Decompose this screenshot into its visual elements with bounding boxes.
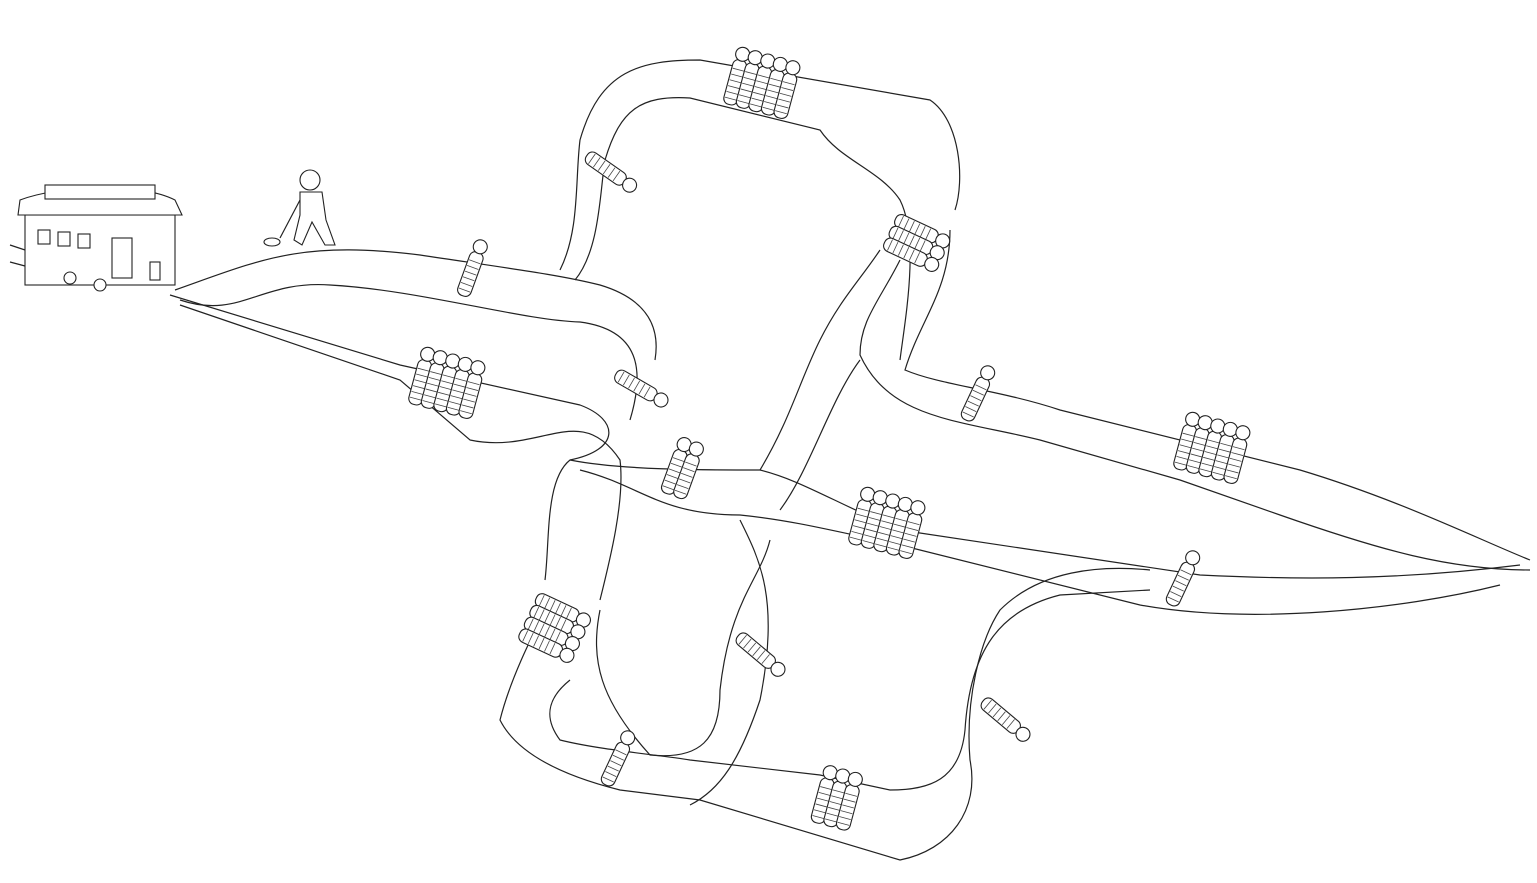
tied-person xyxy=(748,53,776,113)
victim-group-g6 xyxy=(614,369,669,408)
tied-person xyxy=(980,697,1031,742)
victim-group-g16 xyxy=(810,765,863,831)
tied-person xyxy=(894,213,951,249)
tied-person xyxy=(614,369,669,408)
victim-group-g10 xyxy=(848,486,926,559)
victim-group-g14 xyxy=(600,730,636,787)
victim-group-g13 xyxy=(735,632,786,677)
tied-person xyxy=(1165,550,1201,607)
tied-person xyxy=(773,60,801,119)
tied-person xyxy=(408,346,436,406)
trolley xyxy=(17,184,183,292)
tied-person xyxy=(1173,411,1201,471)
victim-group-g9 xyxy=(1173,411,1251,484)
tied-person xyxy=(1198,418,1226,478)
tied-person xyxy=(445,356,473,416)
tied-person xyxy=(810,765,838,824)
victim-group-g3 xyxy=(723,46,801,119)
tied-person xyxy=(835,771,863,831)
tied-person xyxy=(458,360,486,419)
tied-person xyxy=(735,50,763,109)
victim-group-g5 xyxy=(408,346,486,419)
victims xyxy=(408,46,1251,831)
tied-person xyxy=(883,237,940,273)
victim-group-g7 xyxy=(660,437,704,500)
tied-person xyxy=(584,151,638,193)
tied-person xyxy=(735,632,786,677)
tied-person xyxy=(1223,425,1251,484)
victim-group-g4 xyxy=(883,213,951,273)
tied-person xyxy=(723,46,751,106)
tied-person xyxy=(518,628,575,663)
tracks xyxy=(9,59,1531,861)
tied-person xyxy=(860,490,888,549)
tied-person xyxy=(885,496,913,556)
tied-person xyxy=(600,730,636,787)
tied-person xyxy=(529,604,586,640)
victim-group-g12 xyxy=(518,593,591,663)
tied-person xyxy=(898,500,926,559)
victim-group-g1 xyxy=(457,239,488,297)
victim-group-g2 xyxy=(584,151,638,193)
tied-person xyxy=(534,593,591,628)
lever-man xyxy=(263,169,336,247)
victim-group-g8 xyxy=(960,365,996,422)
tied-person xyxy=(457,239,488,297)
tied-person xyxy=(673,441,704,500)
tied-person xyxy=(960,365,996,422)
victim-group-g11 xyxy=(1165,550,1201,607)
tied-person xyxy=(523,616,580,652)
tied-person xyxy=(420,350,448,409)
victim-group-g15 xyxy=(980,697,1031,742)
tied-person xyxy=(848,486,876,546)
